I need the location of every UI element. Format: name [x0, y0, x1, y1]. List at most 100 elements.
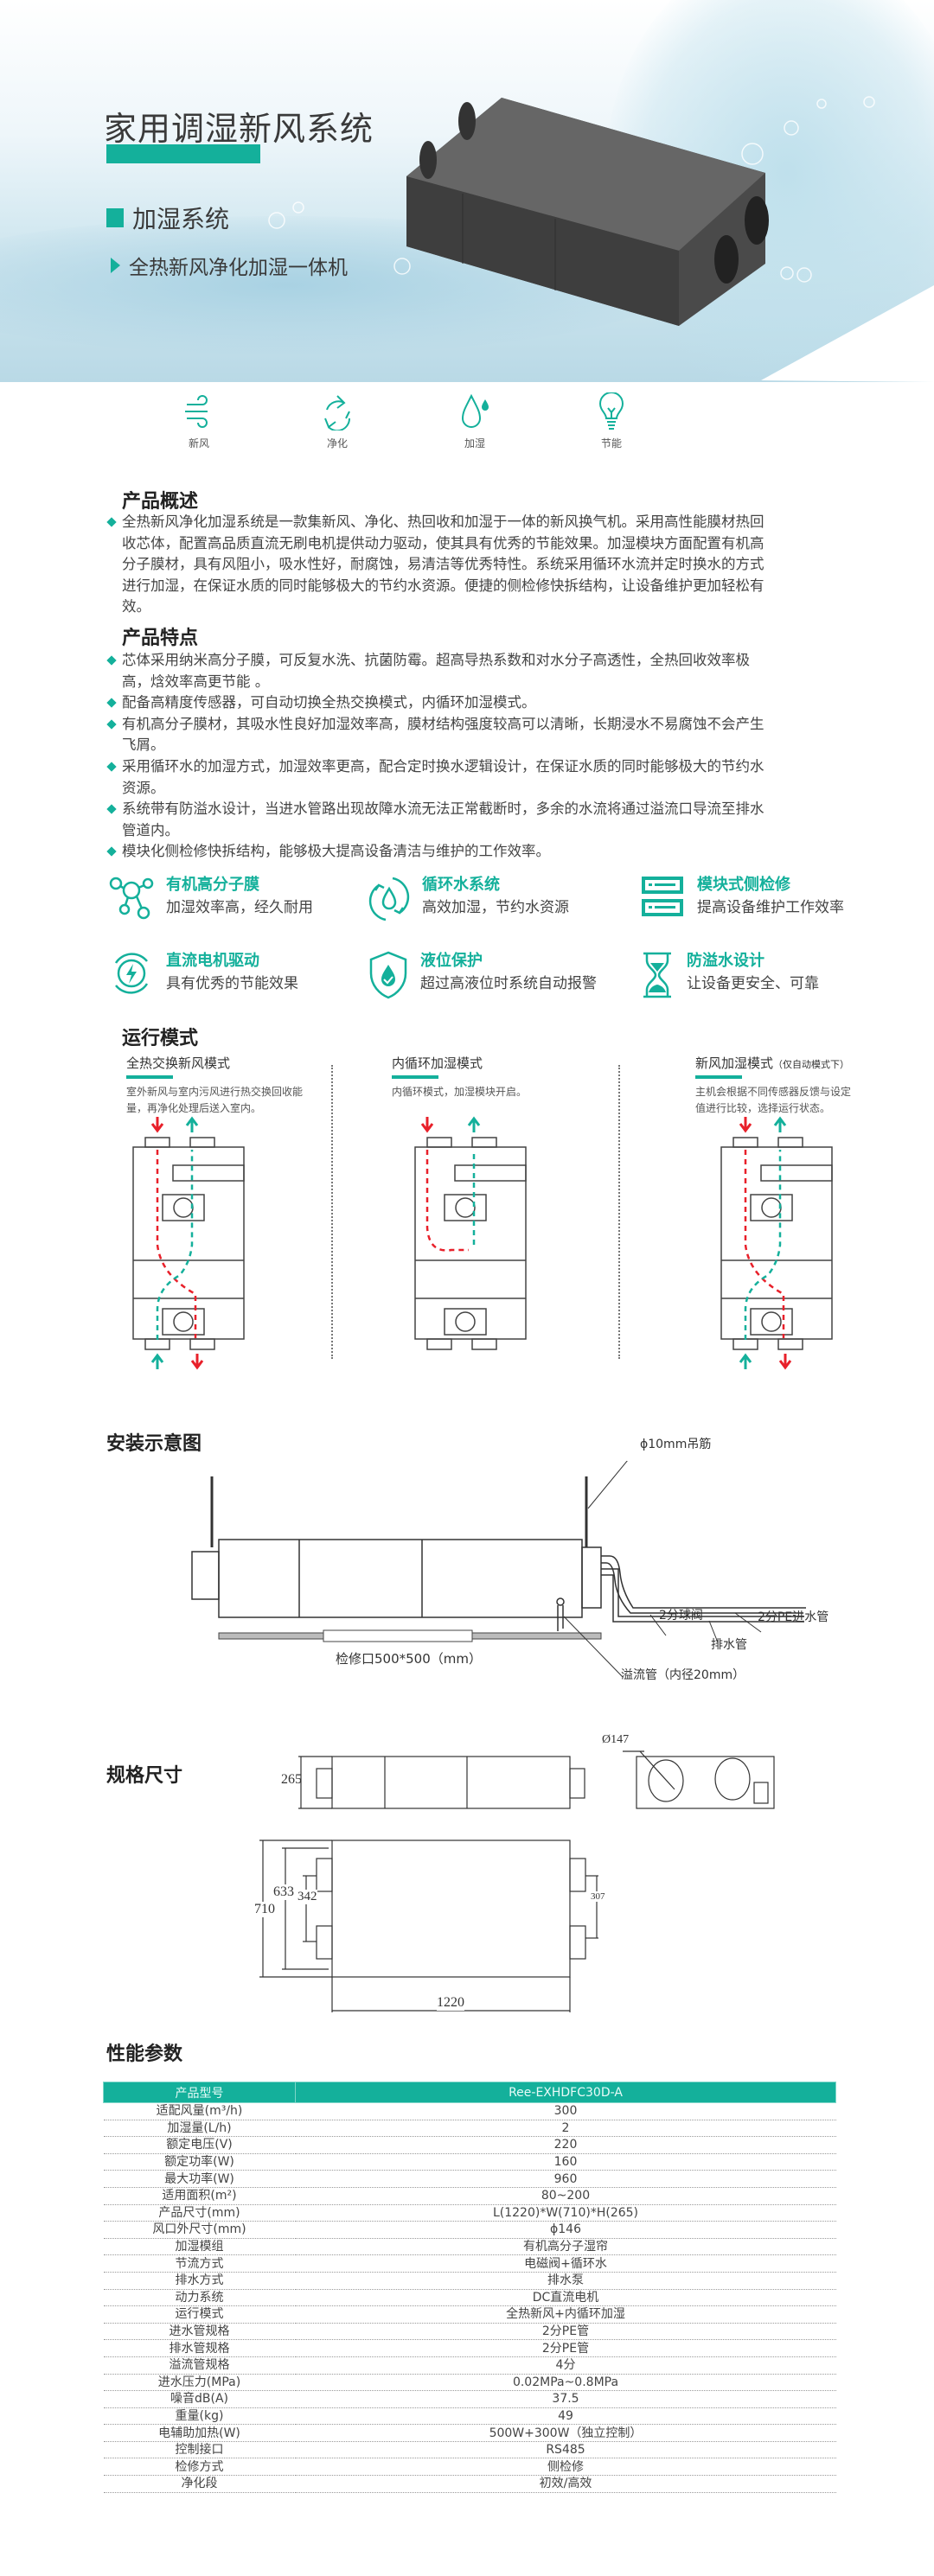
- mode-divider: [331, 1065, 333, 1359]
- highlight-title: 循环水系统: [422, 876, 500, 894]
- dim-length: 1220: [437, 1995, 464, 2011]
- highlight-title: 防溢水设计: [687, 952, 764, 970]
- highlight-title: 直流电机驱动: [166, 952, 259, 970]
- spec-row: 加湿量(L/h)2: [103, 2120, 836, 2138]
- spec-value: L(1220)*W(710)*H(265): [295, 2204, 836, 2222]
- dim-width-total: 710: [254, 1902, 275, 1917]
- feature-item: 配备高精度传感器，可自动切换全热交换模式，内循环加湿模式。: [108, 692, 765, 714]
- highlight-desc: 提高设备维护工作效率: [697, 899, 844, 916]
- highlight-desc: 高效加湿，节约水资源: [422, 899, 569, 916]
- spec-label: 净化段: [103, 2475, 296, 2493]
- mode-diagram-fresh-air-humidify: [720, 1116, 833, 1370]
- label-water-inlet: 2分PE进水管: [758, 1610, 829, 1624]
- spec-label: 排水方式: [103, 2272, 296, 2290]
- spec-value: 80~200: [295, 2187, 836, 2205]
- spec-row: 加湿模组有机高分子湿帘: [103, 2238, 836, 2256]
- highlight-desc: 加湿效率高，经久耐用: [166, 899, 313, 916]
- spec-row: 排水方式排水泵: [103, 2272, 836, 2290]
- lightbulb-icon: [598, 392, 624, 430]
- highlight-membrane: 有机高分子膜加湿效率高，经久耐用: [109, 875, 386, 920]
- feature-item: 有机高分子膜材，其吸水性良好加湿效率高，膜材结构强度较高可以清晰，长期浸水不易腐…: [108, 714, 765, 756]
- feature-item: 系统带有防溢水设计，当进水管路出现故障水流无法正常截断时，多余的水流将通过溢流口…: [108, 799, 765, 841]
- label-ball-valve: 2分球阀: [659, 1609, 703, 1623]
- spec-row: 重量(kg)49: [103, 2407, 836, 2426]
- spec-header-label: 产品型号: [103, 2082, 296, 2103]
- water-cycle-icon: [368, 877, 410, 921]
- spec-header-row: 产品型号 Ree-EXHDFC30D-A: [103, 2082, 836, 2103]
- dim-duct-spacing-left: 342: [297, 1890, 317, 1904]
- spec-value: RS485: [295, 2441, 836, 2459]
- spec-label: 运行模式: [103, 2305, 296, 2324]
- mode-desc: 室外新风与室内污风进行热交换回收能量，再净化处理后送入室内。: [126, 1086, 304, 1114]
- mode-diagram-inner-cycle: [414, 1116, 527, 1350]
- spec-row: 检修方式侧检修: [103, 2458, 836, 2477]
- highlight-water-cycle: 循环水系统高效加湿，节约水资源: [368, 875, 645, 923]
- label-overflow-pipe: 溢流管（内径20mm）: [621, 1668, 745, 1682]
- highlight-overflow: 防溢水设计让设备更安全、可靠: [640, 951, 917, 999]
- highlight-module: 模块式侧检修提高设备维护工作效率: [640, 875, 917, 920]
- feature-item: 芯体采用纳米高分子膜，可反复水洗、抗菌防霉。超高导热系数和对水分子高透性，全热回…: [108, 650, 765, 692]
- module-icon: [642, 877, 683, 916]
- spec-label: 加湿模组: [103, 2238, 296, 2256]
- mode-underline: [392, 1075, 438, 1079]
- spec-value: 初效/高效: [295, 2475, 836, 2493]
- specs-heading: 性能参数: [106, 2044, 183, 2065]
- spec-row: 电辅助加热(W)500W+300W（独立控制）: [103, 2424, 836, 2442]
- spec-row: 运行模式全热新风+内循环加湿: [103, 2305, 836, 2324]
- dim-width-mount: 633: [273, 1884, 294, 1900]
- spec-label: 加湿量(L/h): [103, 2120, 296, 2138]
- recycle-icon: [324, 395, 351, 430]
- mode-note: （仅自动模式下）: [773, 1059, 850, 1070]
- spec-value: 2: [295, 2120, 836, 2138]
- hourglass-icon: [643, 952, 671, 998]
- spec-row: 净化段初效/高效: [103, 2475, 836, 2493]
- dc-motor-icon: [114, 953, 149, 994]
- quick-icon-fresh-air: 新风: [164, 392, 234, 450]
- feature-item: 采用循环水的加湿方式，加湿效率更高，配合定时换水逻辑设计，在保证水质的同时能够极…: [108, 756, 765, 799]
- mode-divider: [618, 1065, 620, 1359]
- spec-label: 重量(kg): [103, 2407, 296, 2426]
- hero-subtitle-text: 加湿系统: [132, 205, 230, 233]
- molecule-icon: [109, 877, 154, 920]
- highlight-desc: 超过高液位时系统自动报警: [420, 975, 597, 992]
- modes-heading: 运行模式: [122, 1028, 199, 1049]
- spec-label: 电辅助加热(W): [103, 2424, 296, 2442]
- spec-value: 电磁阀+循环水: [295, 2254, 836, 2273]
- mode-inner-cycle: 内循环加湿模式 内循环模式，加湿模块开启。: [392, 1054, 608, 1100]
- spec-label: 产品尺寸(mm): [103, 2204, 296, 2222]
- quick-icon-energy-saving: 节能: [577, 392, 646, 450]
- spec-value: 220: [295, 2136, 836, 2154]
- spec-label: 检修方式: [103, 2458, 296, 2477]
- highlight-title: 有机高分子膜: [166, 876, 259, 894]
- highlight-desc: 让设备更安全、可靠: [687, 975, 819, 992]
- highlight-title: 模块式侧检修: [697, 876, 790, 894]
- highlight-title: 液位保护: [420, 952, 483, 970]
- spec-label: 适用面积(m²): [103, 2187, 296, 2205]
- spec-row: 节流方式电磁阀+循环水: [103, 2254, 836, 2273]
- dimensions-heading: 规格尺寸: [106, 1765, 183, 1787]
- spec-value: 500W+300W（独立控制）: [295, 2424, 836, 2442]
- spec-label: 噪音dB(A): [103, 2390, 296, 2408]
- label-drain-pipe: 排水管: [711, 1638, 747, 1652]
- hero-banner: 家用调湿新风系统 加湿系统 全热新风净化加湿一体机: [0, 0, 934, 382]
- shield-drop-icon: [369, 951, 407, 999]
- spec-value: 4分: [295, 2356, 836, 2375]
- spec-value: 排水泵: [295, 2272, 836, 2290]
- spec-label: 溢流管规格: [103, 2356, 296, 2375]
- install-diagram: [191, 1461, 806, 1678]
- water-drop-icon: [461, 393, 489, 428]
- spec-row: 风口外尺寸(mm)ϕ146: [103, 2221, 836, 2239]
- mode-underline: [126, 1075, 173, 1079]
- mode-title-text: 新风加湿模式: [695, 1055, 774, 1071]
- product-image: [268, 96, 934, 382]
- spec-value: 160: [295, 2153, 836, 2171]
- quick-icon-label: 新风: [188, 437, 209, 450]
- spec-value: ϕ146: [295, 2221, 836, 2239]
- mode-desc: 主机会根据不同传感器反馈与设定值进行比较，选择运行状态。: [695, 1086, 852, 1114]
- spec-row: 适配风量(m³/h)300: [103, 2102, 836, 2120]
- dimension-drawing: [259, 1750, 775, 2012]
